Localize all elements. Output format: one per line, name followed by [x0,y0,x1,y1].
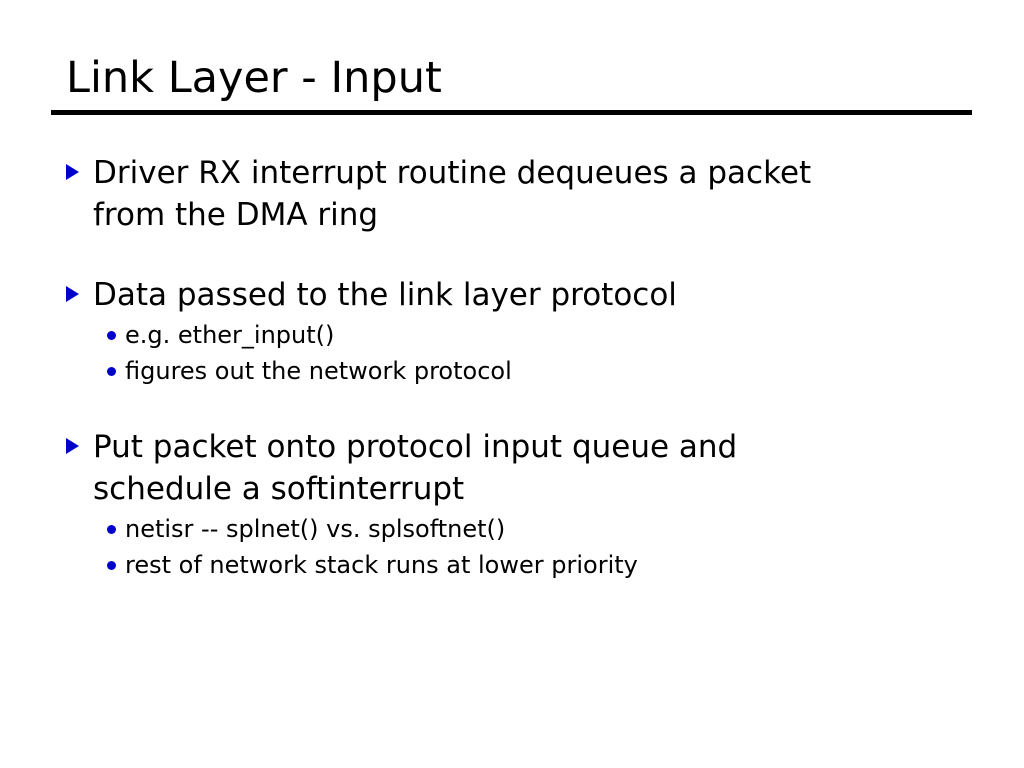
page-title: Link Layer - Input [66,53,442,103]
dot-bullet-icon [107,354,125,376]
sub-bullet-item: netisr -- splnet() vs. splsoftnet() [107,512,976,546]
bullet-item: Data passed to the link layer protocol [66,274,976,316]
bullet-group: Put packet onto protocol input queue and… [66,426,976,582]
dot-bullet-icon [107,318,125,340]
title-divider-rule [51,110,972,115]
sub-bullet-text: netisr -- splnet() vs. splsoftnet() [125,515,506,543]
triangle-bullet-icon [66,274,93,302]
bullet-text: Put packet onto protocol input queue and… [93,429,738,507]
sub-bullet-item: rest of network stack runs at lower prio… [107,548,976,582]
sub-bullet-item: e.g. ether_input() [107,318,976,352]
triangle-bullet-icon [66,426,93,454]
sub-bullet-text: rest of network stack runs at lower prio… [125,551,638,579]
sub-bullet-item: figures out the network protocol [107,354,976,388]
sub-bullet-text: figures out the network protocol [125,357,512,385]
bullet-item: Driver RX interrupt routine dequeues a p… [66,152,976,236]
bullet-group: Data passed to the link layer protocol e… [66,274,976,388]
bullet-text: Driver RX interrupt routine dequeues a p… [93,155,812,233]
slide-body: Driver RX interrupt routine dequeues a p… [66,152,976,582]
dot-bullet-icon [107,548,125,570]
dot-bullet-icon [107,512,125,534]
bullet-group: Driver RX interrupt routine dequeues a p… [66,152,976,236]
sub-bullet-text: e.g. ether_input() [125,321,335,349]
triangle-bullet-icon [66,152,93,180]
bullet-text: Data passed to the link layer protocol [93,277,677,313]
bullet-item: Put packet onto protocol input queue and… [66,426,976,510]
slide-title-area: Link Layer - Input [51,52,972,115]
